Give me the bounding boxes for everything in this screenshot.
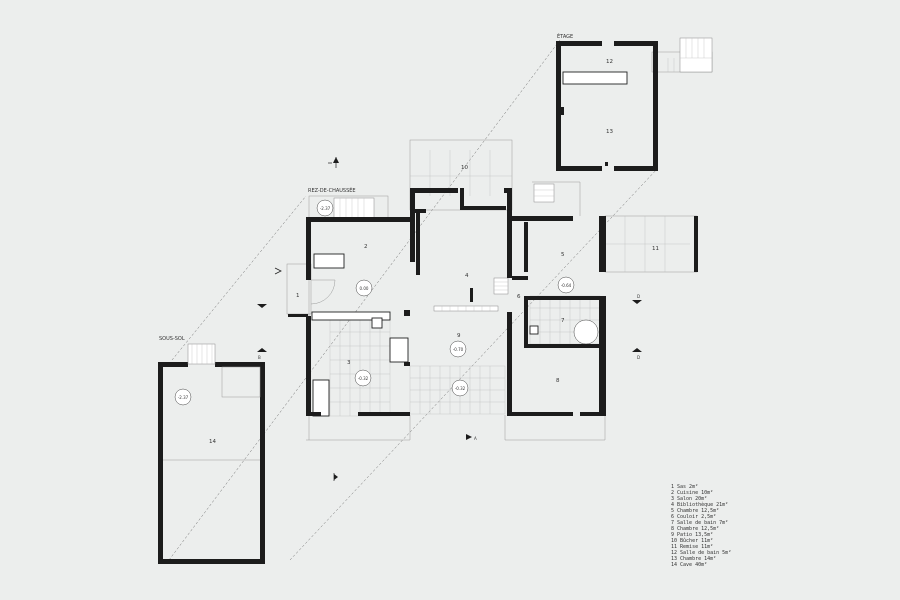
room-number: 14: [209, 439, 216, 445]
legend-item: 2 Cuisine 10m²: [671, 490, 713, 496]
level-label-ground: REZ-DE-CHAUSSÉE: [308, 186, 356, 194]
elevation-value: -0.32: [358, 376, 369, 381]
section-marker-icon: [632, 348, 642, 352]
elevation-value: -0.70: [453, 347, 464, 352]
room-number: 4: [465, 273, 469, 279]
bathtub-fixture: [573, 319, 599, 345]
section-mark-label: D: [637, 355, 640, 360]
elevation-value: -2.37: [320, 206, 331, 211]
legend-item: 14 Cave 40m²: [671, 562, 707, 568]
elevation-value: -0.64: [561, 283, 572, 288]
legend-item: 12 Salle de bain 5m²: [671, 550, 731, 556]
legend-item: 10 Bûcher 11m²: [671, 537, 713, 544]
room-number: 7: [561, 318, 565, 324]
ground-stairs: [333, 183, 555, 312]
elevation-value: 0.00: [360, 286, 369, 291]
legend-item: 5 Chambre 12,5m²: [671, 508, 719, 514]
projection-lines: [168, 39, 659, 561]
room-number: 2: [364, 244, 368, 250]
entry-door-swing: [310, 279, 336, 305]
ground-walls: [288, 188, 698, 416]
section-marker-icon: [334, 474, 338, 480]
section-marker-icon: [632, 300, 642, 304]
room-number: 13: [606, 129, 613, 135]
room-number: 12: [606, 59, 613, 65]
legend-item: 7 Salle de bain 7m²: [671, 520, 728, 526]
elevation-value: -0.32: [455, 386, 466, 391]
section-mark-label: B: [258, 355, 261, 360]
level-label-basement: SOUS-SOL: [159, 336, 185, 342]
elevation-value: -2.37: [178, 395, 189, 400]
basement-plan: [158, 343, 265, 564]
basement-stair: [187, 343, 216, 365]
room-number: 1: [296, 293, 300, 299]
section-markers: [257, 157, 642, 481]
legend-item: 6 Couloir 2,5m²: [671, 514, 716, 520]
ground-floor-plan: [286, 139, 698, 441]
section-mark-label: D: [637, 294, 640, 299]
legend-item: 1 Sas 2m²: [671, 484, 698, 490]
room-number: 3: [347, 360, 351, 366]
section-marker-icon: [466, 434, 472, 440]
room-number: 5: [561, 252, 565, 258]
legend-item: 4 Bibliothèque 21m²: [671, 501, 728, 508]
legend-item: 3 Salon 20m²: [671, 496, 707, 502]
room-legend: 1 Sas 2m² 2 Cuisine 10m² 3 Salon 20m² 4 …: [671, 484, 731, 568]
room-number: 11: [652, 246, 659, 252]
upper-floor-plan: [556, 37, 713, 171]
room-number: 10: [461, 165, 468, 171]
section-marker-icon: [257, 304, 267, 308]
section-marker-icon: [257, 348, 267, 352]
legend-item: 9 Patio 13,5m²: [671, 532, 713, 538]
level-label-upper: ÉTAGE: [557, 32, 573, 40]
elevation-circles: [174, 199, 575, 406]
room-number: 6: [517, 294, 521, 300]
section-mark-label: A: [474, 436, 477, 441]
legend-item: 13 Chambre 14m²: [671, 556, 716, 562]
upper-stair: [667, 37, 713, 73]
room-number: 9: [457, 333, 461, 339]
legend-item: 11 Remise 11m²: [671, 544, 713, 550]
room-number: 8: [556, 378, 560, 384]
woodshed-grid: [410, 150, 690, 272]
legend-item: 8 Chambre 12,5m²: [671, 526, 719, 532]
sink-fixture: [529, 325, 539, 335]
entrance-arrow-icon: [274, 267, 282, 275]
